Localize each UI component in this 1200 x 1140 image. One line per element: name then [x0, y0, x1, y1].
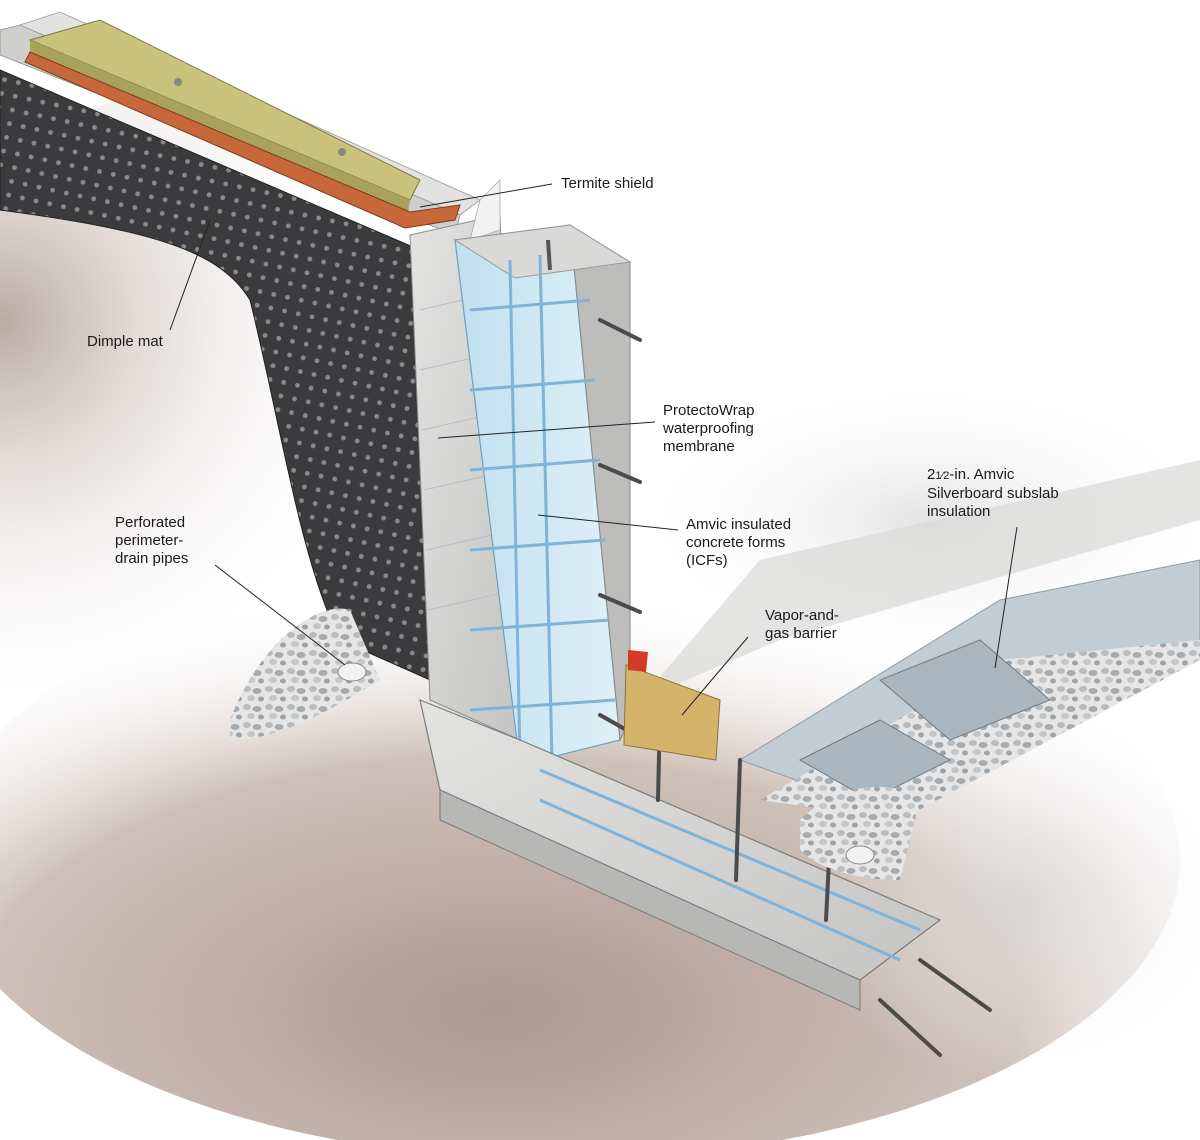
- label-protectowrap: ProtectoWrap waterproofing membrane: [663, 402, 755, 455]
- silverboard-prefix: 2: [927, 466, 936, 483]
- label-silverboard: 21⁄2-in. Amvic Silverboard subslab insul…: [927, 466, 1059, 521]
- dimple-mat-wall: [0, 69, 431, 681]
- leader-dimple-mat: [169, 219, 211, 331]
- label-vapor-barrier: Vapor-and- gas barrier: [765, 607, 839, 642]
- label-dimple-mat: Dimple mat: [87, 333, 163, 350]
- gravel-piles: [230, 608, 920, 880]
- silverboard-fraction: 1⁄2: [935, 470, 950, 482]
- footing: [419, 699, 992, 1057]
- leader-protectowrap: [437, 421, 656, 439]
- icf-block: [453, 224, 632, 766]
- vapor-barrier: [623, 650, 721, 761]
- label-amvic-icf: Amvic insulated concrete forms (ICFs): [686, 516, 792, 569]
- leader-lines: [169, 183, 1018, 716]
- rebar-stubs: [598, 318, 642, 734]
- leader-silverboard: [994, 526, 1018, 669]
- silverboard-insulation: [798, 639, 1051, 801]
- leader-perimeter-drain: [214, 564, 346, 666]
- leader-termite-shield: [419, 183, 553, 208]
- label-perimeter-drain: Perforated perimeter- drain pipes: [115, 514, 189, 567]
- sill-plate: [28, 19, 421, 212]
- silverboard-rest: -in. Amvic Silverboard subslab insulatio…: [927, 466, 1059, 520]
- termite-shield: [24, 51, 461, 229]
- label-termite-shield: Termite shield: [561, 175, 654, 192]
- leader-amvic-icf: [537, 514, 679, 531]
- leader-vapor-barrier: [681, 636, 749, 716]
